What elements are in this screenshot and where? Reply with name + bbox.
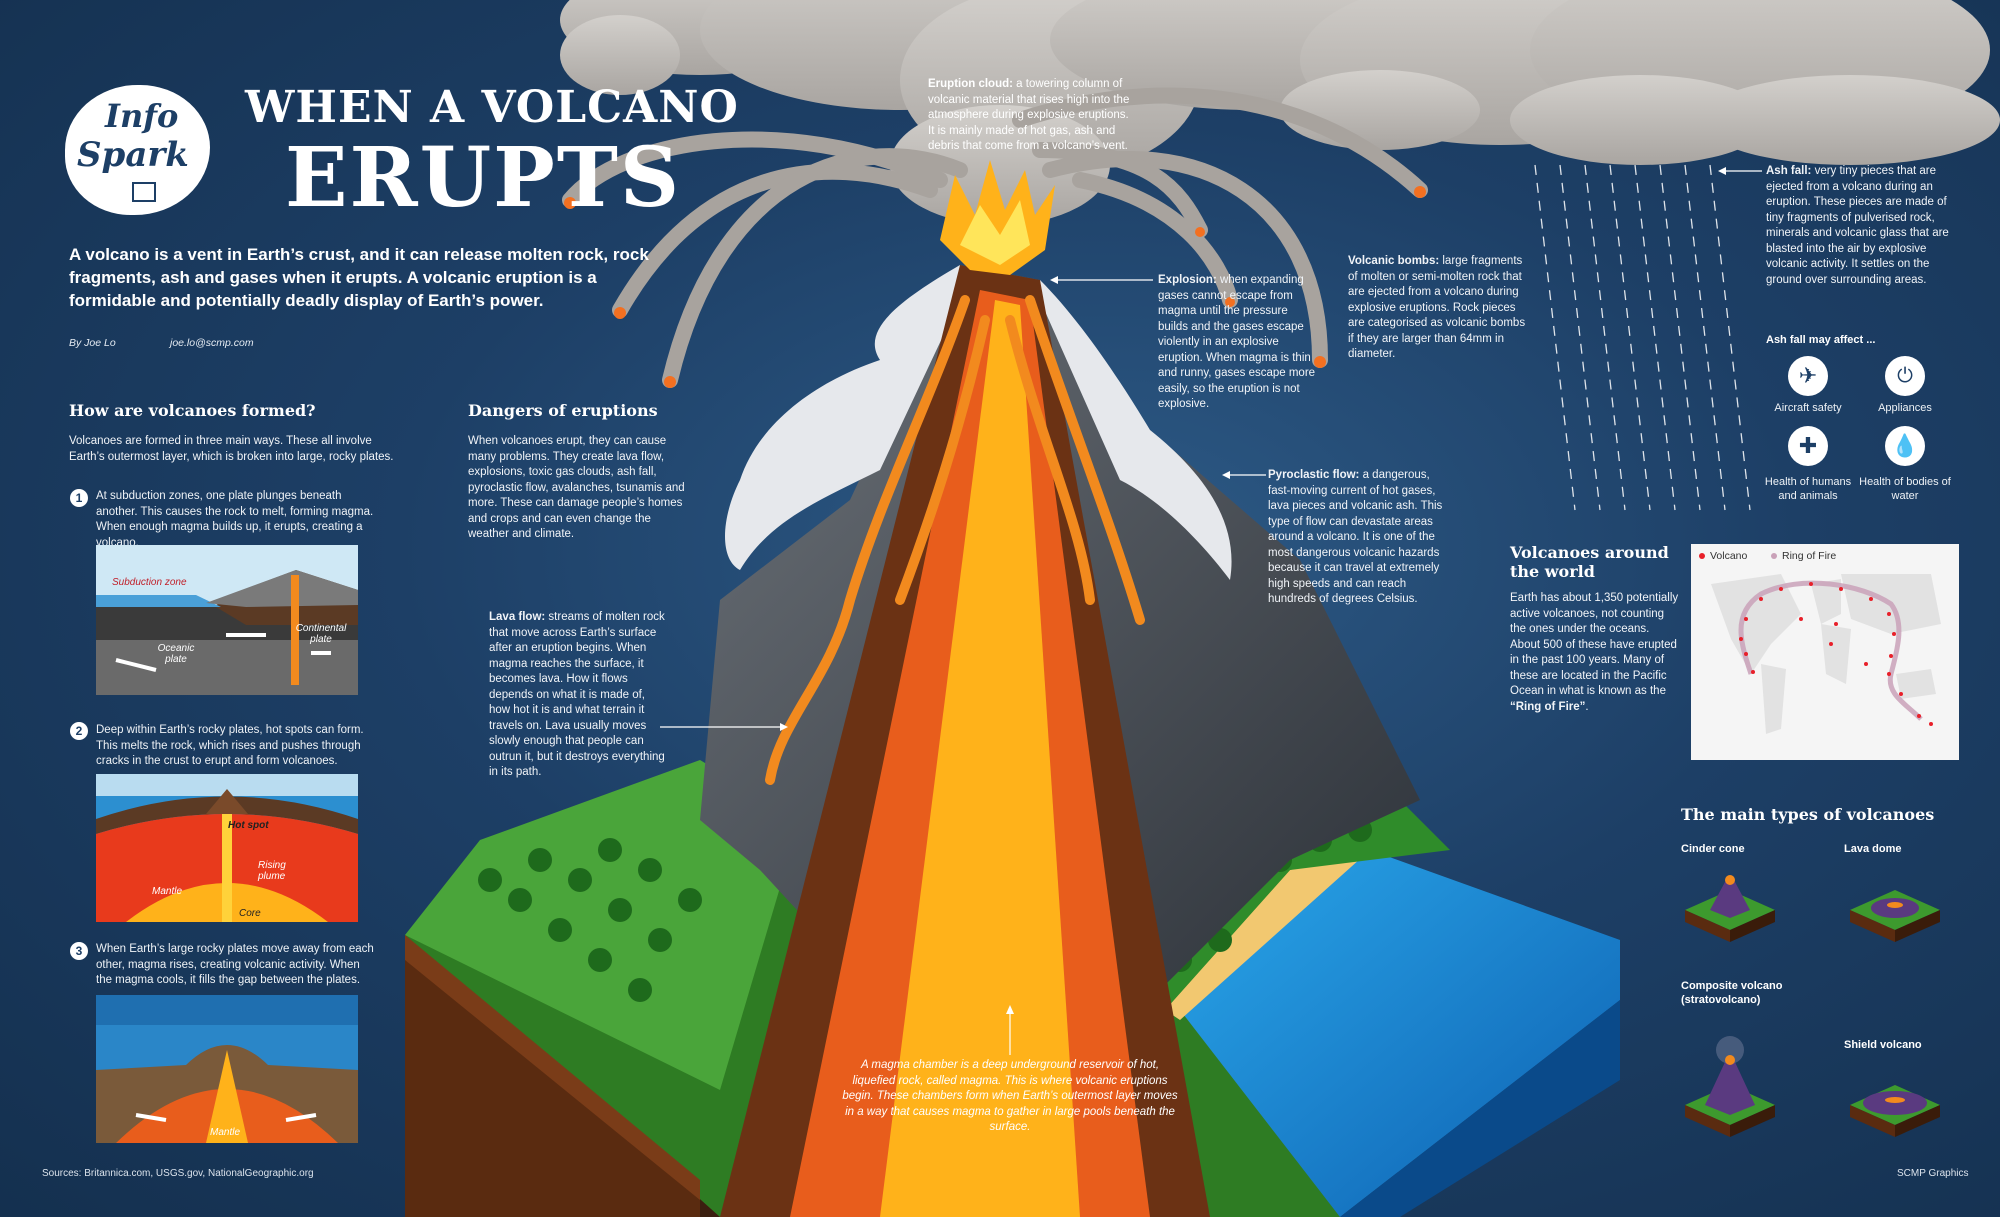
ash-affect-item-2: ⏻: [1885, 356, 1925, 396]
step-text-1: At subduction zones, one plate plunges b…: [96, 490, 374, 549]
health-icon: ✚: [1788, 426, 1828, 466]
volcano-dots: [1739, 582, 1933, 726]
lava-dome-icon: [1850, 890, 1940, 942]
water-drop-icon: 💧: [1885, 426, 1925, 466]
world-map: Volcano Ring of Fire: [1691, 544, 1959, 760]
volcanic-bombs: [562, 87, 1428, 388]
step-number-2: 2: [70, 722, 88, 740]
intro-text: A volcano is a vent in Earth’s crust, an…: [69, 245, 649, 310]
legend-ring: Ring of Fire: [1771, 550, 1836, 562]
formed-heading: How are volcanoes formed?: [69, 401, 316, 420]
ash-affect-heading: Ash fall may affect ...: [1766, 334, 1876, 346]
pyroclastic-callout: Pyroclastic flow: a dangerous, fast-movi…: [1268, 469, 1443, 605]
type-label-cinder: Cinder cone: [1681, 843, 1745, 855]
explosion-callout: Explosion: when expanding gases cannot e…: [1158, 274, 1316, 410]
composite-volcano-icon: [1685, 1036, 1775, 1137]
ring-dot-icon: [1771, 553, 1777, 559]
lava-flow-arrow: [660, 723, 788, 731]
types-heading: The main types of volcanoes: [1681, 805, 1935, 824]
airplane-icon: ✈: [1788, 356, 1828, 396]
ash-fall-lines: [1534, 164, 1751, 511]
rift-diagram: Mantle: [96, 995, 358, 1143]
rising-plume-label: Rising plume: [258, 860, 286, 882]
ash-affect-item-1: ✈: [1788, 356, 1828, 396]
volcano-mountain: [700, 160, 1420, 1217]
logo-line2: Spark: [77, 135, 189, 175]
step-number-1: 1: [70, 489, 88, 507]
eruption-cloud: [560, 0, 2000, 225]
mantle-label-3: Mantle: [210, 1127, 241, 1138]
plug-icon: ⏻: [1885, 356, 1925, 396]
explosion-arrow: [1050, 276, 1153, 284]
subduction-diagram: Subduction zone Oceanic plate Continenta…: [96, 545, 358, 695]
byline-email[interactable]: joe.lo@scmp.com: [170, 337, 254, 349]
ash-affect-item-4: 💧: [1885, 426, 1925, 466]
step-number-3: 3: [70, 942, 88, 960]
mantle-label-2: Mantle: [152, 886, 183, 897]
logo-line1: Info: [105, 97, 179, 135]
type-label-shield: Shield volcano: [1844, 1039, 1922, 1051]
eruption-cloud-callout: Eruption cloud: a towering column of vol…: [928, 78, 1130, 152]
world-heading: Volcanoes around the world: [1510, 543, 1669, 581]
ash-fall-callout: Ash fall: very tiny pieces that are ejec…: [1766, 165, 1949, 286]
dangers-heading: Dangers of eruptions: [468, 401, 658, 420]
legend-volcano: Volcano: [1699, 550, 1747, 562]
ash-affect-label-4: Health of bodies of water: [1859, 476, 1951, 502]
volcanic-bombs-callout: Volcanic bombs: large fragments of molte…: [1348, 255, 1526, 360]
ash-affect-label-3: Health of humans and animals: [1764, 476, 1852, 502]
ash-affect-item-3: ✚: [1788, 426, 1828, 466]
continental-plate-label: Continental plate: [295, 623, 347, 645]
core-label: Core: [239, 908, 261, 919]
title-line2: ERUPTS: [285, 130, 682, 226]
hot-spot-label: Hot spot: [228, 820, 269, 831]
pyroclastic-arrow: [1222, 471, 1266, 479]
ash-fall-arrow: [1718, 167, 1762, 175]
title-line1: WHEN A VOLCANO: [245, 82, 739, 133]
byline-author: By Joe Lo: [69, 337, 116, 349]
magma-chamber-callout: A magma chamber is a deep underground re…: [842, 1059, 1178, 1133]
hotspot-diagram: Hot spot Rising plume Mantle Core: [96, 774, 358, 922]
ash-affect-label-1: Aircraft safety: [1774, 402, 1842, 414]
dangers-text: When volcanoes erupt, they can cause man…: [468, 435, 685, 540]
oceanic-plate-label: Oceanic plate: [157, 643, 195, 665]
world-text: Earth has about 1,350 potentially active…: [1510, 592, 1679, 713]
volcano-types-illustrations: [1685, 875, 1940, 1137]
subduction-zone-label: Subduction zone: [112, 577, 187, 588]
infospark-logo: Info Spark: [65, 85, 210, 215]
magma-arrow: [1006, 1005, 1014, 1055]
credit-footer: SCMP Graphics: [1897, 1168, 1969, 1179]
book-icon: [132, 182, 156, 202]
volcano-dot-icon: [1699, 553, 1705, 559]
sources-footer: Sources: Britannica.com, USGS.gov, Natio…: [42, 1168, 314, 1179]
ash-affect-label-2: Appliances: [1878, 402, 1932, 414]
type-label-composite: Composite volcano (stratovolcano): [1681, 980, 1783, 1006]
formed-intro: Volcanoes are formed in three main ways.…: [69, 435, 394, 463]
step-text-2: Deep within Earth’s rocky plates, hot sp…: [96, 724, 364, 767]
lava-flow-callout: Lava flow: streams of molten rock that m…: [489, 611, 665, 778]
step-text-3: When Earth’s large rocky plates move awa…: [96, 943, 374, 986]
ring-of-fire-line: [1738, 580, 1923, 721]
shield-volcano-icon: [1850, 1085, 1940, 1137]
cinder-cone-icon: [1685, 875, 1775, 942]
type-label-lava-dome: Lava dome: [1844, 843, 1902, 855]
